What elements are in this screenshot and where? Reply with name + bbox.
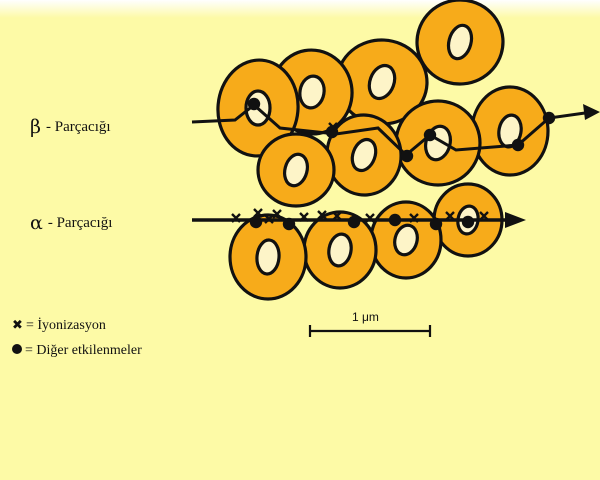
beta-symbol: β <box>30 116 41 138</box>
alpha-particle-label: α - Parçacığı <box>30 212 112 234</box>
other-effect-dot <box>430 218 442 230</box>
black-dot-icon <box>12 344 22 354</box>
other-effect-dot <box>512 139 524 151</box>
cross-mark-icon: ✖ <box>12 318 26 333</box>
alpha-arrowhead <box>505 212 526 228</box>
other-effect-dot <box>543 112 555 124</box>
legend-other-effects: = Diğer etkilenmeler <box>12 343 142 359</box>
legend-ionization-text: = İyonizasyon <box>26 318 106 333</box>
other-effect-dot <box>283 218 295 230</box>
cells-group <box>214 0 548 299</box>
other-effect-dot <box>250 216 262 228</box>
alpha-label-text: - Parçacığı <box>48 215 113 231</box>
scale-bar-label: 1 μm <box>352 310 379 324</box>
beta-label-text: - Parçacığı <box>46 119 111 135</box>
other-effect-dot <box>401 150 413 162</box>
beta-particle-label: β - Parçacığı <box>30 116 111 138</box>
other-effect-dot <box>389 214 401 226</box>
other-effect-dot <box>424 129 436 141</box>
scale-bar <box>310 325 430 337</box>
alpha-symbol: α <box>30 212 43 234</box>
cell-nucleus <box>256 239 281 275</box>
other-effect-dot <box>348 216 360 228</box>
other-effect-dot <box>248 98 260 110</box>
legend-other-text: = Diğer etkilenmeler <box>25 343 142 358</box>
beta-arrowhead <box>583 104 600 120</box>
legend-ionization: ✖= İyonizasyon <box>12 318 106 334</box>
other-effect-dot <box>462 216 474 228</box>
